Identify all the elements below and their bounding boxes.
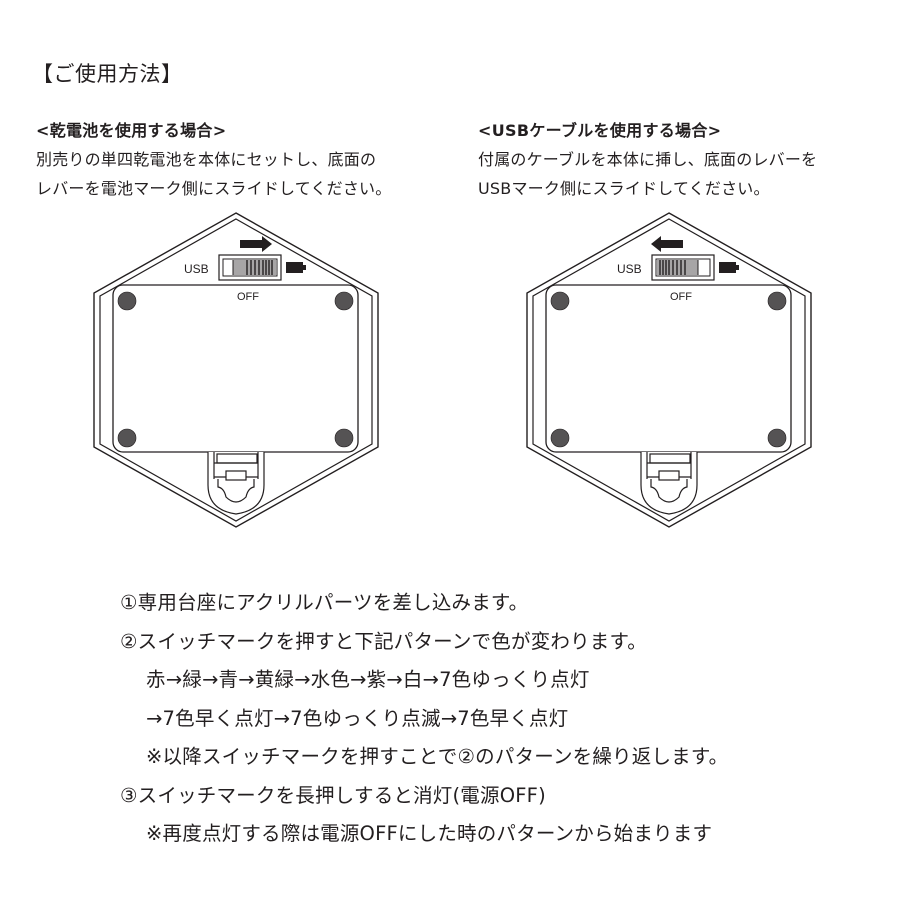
instruction-steps: ①専用台座にアクリルパーツを差し込みます。 ②スイッチマークを押すと下記パターン… [120,584,728,854]
battery-cover-panel [545,284,792,453]
usb-mode-diagram: USB OFF [509,205,829,535]
battery-section-line-1: 別売りの単四乾電池を本体にセットし、底面の [36,150,377,169]
hexagon-inner-outline [532,218,806,522]
screw-icon [117,291,137,311]
screw-icon [334,291,354,311]
device-bottom-illustration: USB OFF [93,212,379,528]
arrow-left-icon [651,236,683,252]
screw-icon [550,291,570,311]
battery-icon [286,262,306,273]
battery-section-heading: <乾電池を使用する場合> [36,121,227,140]
step-2: ②スイッチマークを押すと下記パターンで色が変わります。 [120,629,647,653]
step-1: ①専用台座にアクリルパーツを差し込みます。 [120,591,529,614]
battery-icon [719,262,739,273]
battery-section-line-2: レバーを電池マーク側にスライドしてください。 [36,179,392,198]
off-label: OFF [237,291,259,303]
hexagon-outer-outline [93,212,379,528]
usb-label: USB [617,262,642,276]
device-bottom-illustration: USB OFF [526,212,812,528]
step-3: ③スイッチマークを長押しすると消灯(電源OFF) [120,783,546,807]
screw-icon [550,428,570,448]
battery-cover-panel [112,284,359,453]
usb-section-line-2: USBマーク側にスライドしてください。 [478,179,770,198]
slide-switch[interactable] [651,254,715,281]
usb-section-heading: <USBケーブルを使用する場合> [478,121,722,140]
screw-icon [117,428,137,448]
latch-icon [207,452,265,515]
latch-icon [640,452,698,515]
battery-section: <乾電池を使用する場合> 別売りの単四乾電池を本体にセットし、底面の レバーを電… [36,120,391,203]
arrow-right-icon [240,236,272,252]
page-title: 【ご使用方法】 [32,62,183,86]
screw-icon [767,291,787,311]
screw-icon [767,428,787,448]
repeat-note: ※以降スイッチマークを押すことで②のパターンを繰り返します。 [146,745,729,768]
usb-section-line-1: 付属のケーブルを本体に挿し、底面のレバーを [478,150,818,169]
battery-mode-diagram: USB OFF [76,205,396,535]
slide-switch[interactable] [218,254,282,281]
off-label: OFF [670,291,692,303]
usb-section: <USBケーブルを使用する場合> 付属のケーブルを本体に挿し、底面のレバーを U… [478,120,817,203]
screw-icon [334,428,354,448]
hexagon-outer-outline [526,212,812,528]
color-pattern-line-2: →7色早く点灯→7色ゆっくり点滅→7色早く点灯 [146,706,569,730]
color-pattern-line-1: 赤→緑→青→黄緑→水色→紫→白→7色ゆっくり点灯 [146,668,590,691]
usb-label: USB [184,262,209,276]
resume-note: ※再度点灯する際は電源OFFにした時のパターンから始まります [146,822,713,845]
hexagon-inner-outline [99,218,373,522]
